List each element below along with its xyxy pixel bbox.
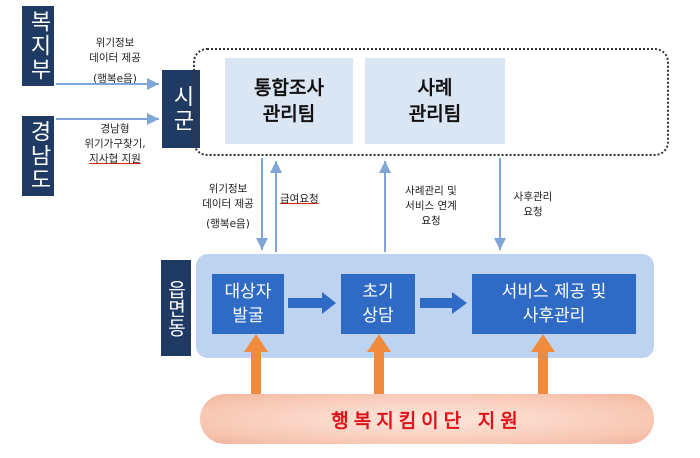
process-arrow-2 — [420, 292, 467, 314]
eupmyeon-label: 읍면동 — [161, 260, 191, 356]
case-team-line2: 관리팀 — [408, 103, 462, 125]
benefit-request-text: 급여요청 — [280, 193, 319, 205]
step-service-line2: 사후관리 — [522, 306, 586, 326]
support-bar: 행복지킴이단 지원 — [200, 394, 654, 444]
aftercare-request-line2: 요청 — [523, 206, 543, 218]
process-arrow-1 — [288, 292, 336, 314]
integrated-team-line2: 관리팀 — [262, 103, 316, 125]
step-discovery-line1: 대상자 — [224, 282, 272, 302]
support-up-arrow-3 — [531, 334, 555, 394]
ministry-flow-label: 위기정보 데이터 제공 (행복e음) — [72, 36, 158, 87]
step-consult-line2: 상담 — [362, 306, 394, 326]
case-request-line3: 요청 — [421, 215, 441, 227]
step-service-line1: 서비스 제공 및 — [501, 282, 607, 302]
case-team-line1: 사례 — [417, 77, 453, 99]
case-team-box: 사례 관리팀 — [365, 58, 505, 144]
case-request-line2: 서비스 연계 — [405, 200, 457, 212]
step-consult-box: 초기 상담 — [341, 274, 415, 334]
step-service-box: 서비스 제공 및 사후관리 — [472, 274, 636, 334]
province-flow-label: 경남형 위기가구찾기, 지사협 지원 — [70, 122, 160, 167]
ministry-text: 복지부 — [26, 10, 51, 82]
team-container — [193, 48, 669, 156]
support-bar-text: 행복지킴이단 지원 — [331, 409, 523, 432]
benefit-request-label: 급여요청 — [280, 192, 350, 207]
ministry-flow-line3: (행복e음) — [93, 73, 137, 85]
support-up-arrow-2 — [367, 334, 391, 394]
aftercare-request-label: 사후관리 요청 — [504, 190, 562, 220]
crisis-data-line2: 데이터 제공 — [202, 198, 254, 210]
aftercare-request-line1: 사후관리 — [513, 191, 553, 203]
province-flow-line1: 경남형 — [100, 123, 130, 135]
crisis-data-line3: (행복e음) — [206, 218, 250, 230]
case-request-label: 사례관리 및 서비스 연계 요청 — [392, 184, 470, 229]
step-consult-line1: 초기 — [362, 282, 394, 302]
support-up-arrow-1 — [244, 334, 268, 394]
province-text: 경남도 — [26, 120, 51, 192]
case-request-line1: 사례관리 및 — [405, 185, 457, 197]
province-flow-line3: 지사협 지원 — [89, 153, 141, 165]
crisis-data-line1: 위기정보 — [208, 183, 248, 195]
province-flow-line2: 위기가구찾기, — [84, 138, 146, 150]
step-discovery-line2: 발굴 — [232, 306, 264, 326]
province-label: 경남도 — [22, 116, 54, 196]
ministry-label: 복지부 — [22, 6, 54, 86]
sigun-text: 시군 — [169, 85, 194, 133]
crisis-data-label: 위기정보 데이터 제공 (행복e음) — [190, 182, 266, 232]
step-discovery-box: 대상자 발굴 — [212, 274, 284, 334]
ministry-flow-line1: 위기정보 — [95, 37, 135, 49]
ministry-flow-line2: 데이터 제공 — [89, 52, 141, 64]
integrated-team-box: 통합조사 관리팀 — [225, 58, 353, 144]
integrated-team-line1: 통합조사 — [254, 77, 324, 99]
eupmyeon-text: 읍면동 — [164, 279, 187, 337]
